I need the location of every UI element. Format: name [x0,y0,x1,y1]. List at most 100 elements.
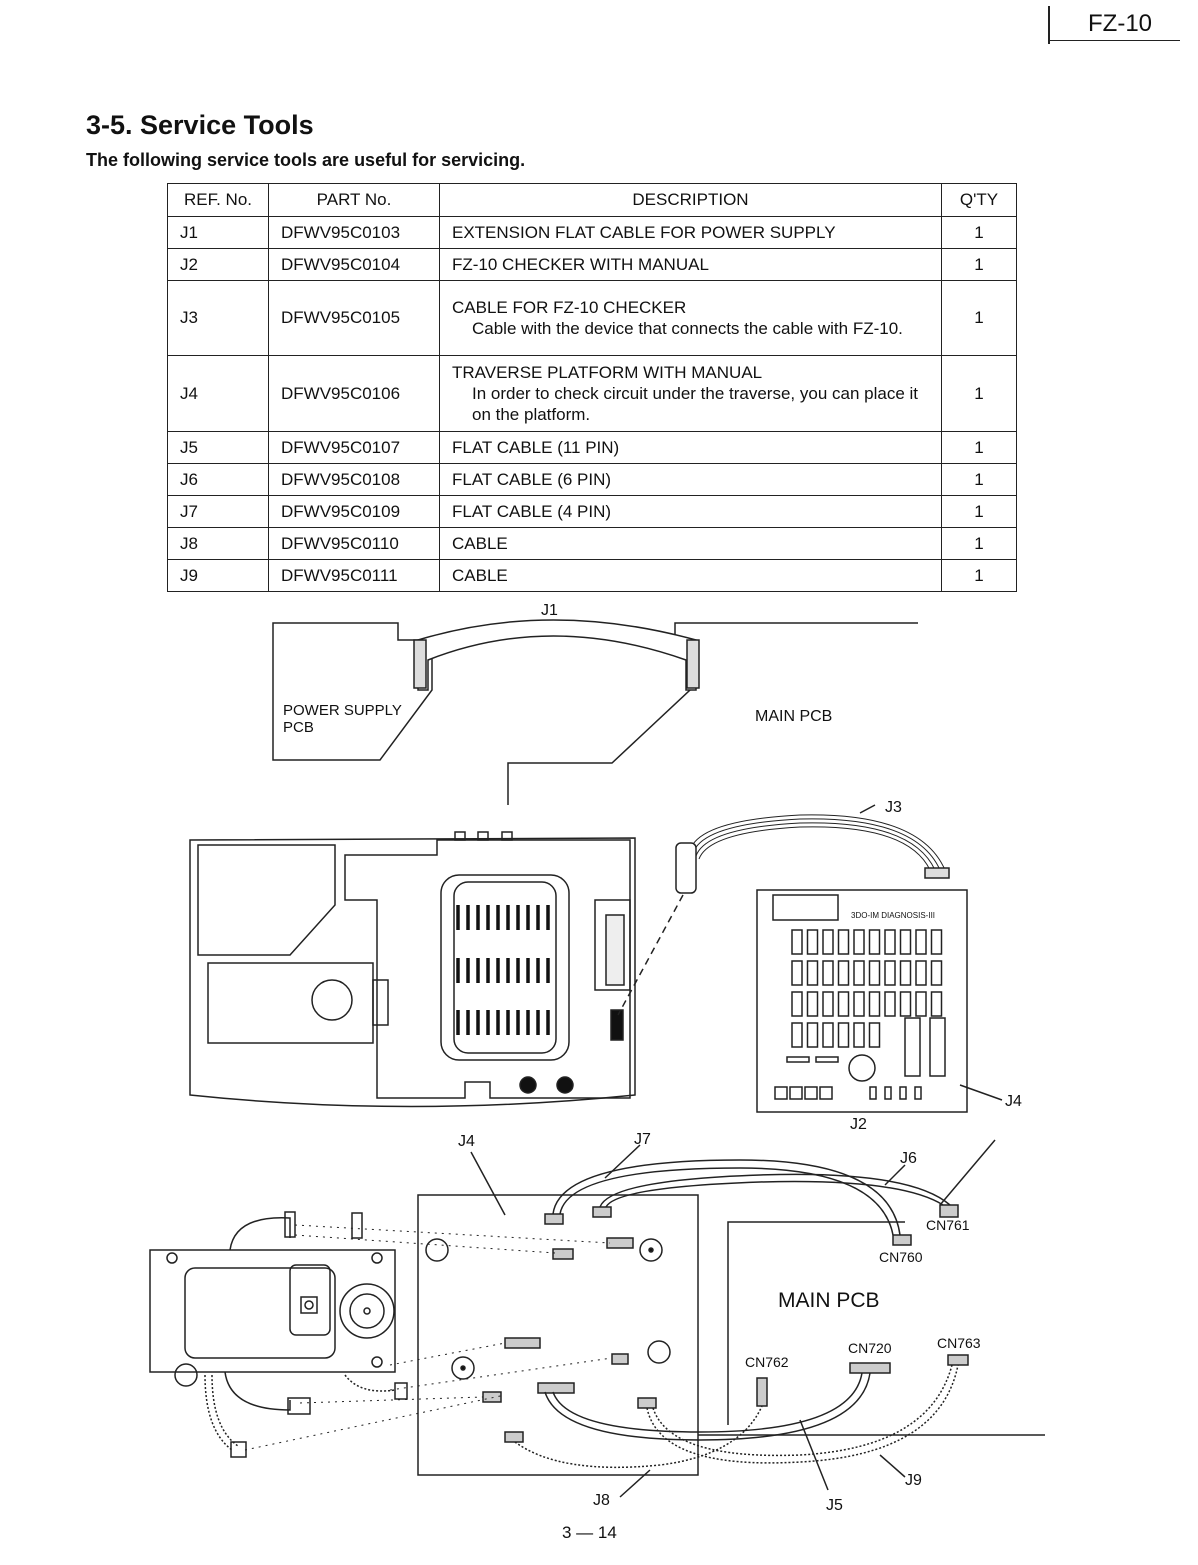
traverse-cable-top [229,1217,291,1251]
j8-wire [211,1374,239,1447]
checker-key [915,991,927,1017]
checker-chip [904,1017,921,1077]
j5-cable [544,1372,871,1441]
table-row: J2 DFWV95C0104 FZ-10 CHECKER WITH MANUAL… [167,248,1017,281]
checker-chip [929,1017,946,1077]
checker-key [806,991,819,1017]
main-pcb-outline [507,622,918,805]
cn720-socket [849,1362,891,1374]
checker-key [853,960,865,986]
socket [504,1431,524,1443]
label-j5: J5 [826,1497,843,1514]
section-subtitle: The following service tools are useful f… [86,150,526,170]
table-row: J4 DFWV95C0106 TRAVERSE PLATFORM WITH MA… [167,355,1017,432]
j4-bottom-leader [470,1151,506,1216]
checker-jack [804,1086,818,1100]
platform-hole-center [460,1365,466,1371]
j5-cable [552,1372,863,1433]
ref-cell: J2 [167,248,269,281]
page-number: 3 — 14 [562,1523,617,1542]
turntable-hub [349,1293,385,1329]
j3-cable: J3 [617,799,950,1016]
label-j1: J1 [541,602,558,619]
ref-cell: J3 [167,280,269,356]
vent-panel-inner [453,881,557,1054]
col-part-header: PART No. [268,183,440,217]
col-ref-header: REF. No. [167,183,269,217]
checker-key [853,991,865,1017]
checker-key [868,991,881,1017]
checker-key [822,929,834,955]
socket [482,1391,502,1403]
j7-cable [605,1180,944,1208]
socket [637,1397,657,1409]
platform-hole-center [648,1247,654,1253]
socket [552,1248,574,1260]
checker-key [915,960,927,986]
checker-key [930,960,943,986]
socket [537,1382,575,1394]
socket [606,1237,634,1249]
vent-panel [440,874,570,1061]
j2-checker: 3DO-IM DIAGNOSIS-III J4 J2 [756,889,1022,1133]
platform-hole [451,1356,475,1380]
cn761-socket [939,1204,959,1218]
unit-slot-insert [605,914,625,986]
j9-wire-main [652,1364,953,1457]
label-cn760: CN760 [879,1249,923,1265]
qty-cell: 1 [941,355,1017,432]
j1-connector-left [413,639,427,689]
checker-key [791,960,803,986]
traverse-plug [230,1441,247,1458]
unit-block-topleft [197,844,336,956]
desc-text: FLAT CABLE (6 PIN) [452,469,612,489]
socket [504,1337,541,1349]
section-title: 3-5. Service Tools [86,110,314,140]
checker-switch [869,1086,877,1100]
checker-key [806,1022,819,1048]
unit-spindle [311,979,353,1021]
part-cell: DFWV95C0111 [268,559,440,592]
checker-key [806,960,819,986]
table-row: J9 DFWV95C0111 CABLE 1 [167,559,1017,592]
part-cell: DFWV95C0108 [268,463,440,496]
socket [592,1206,612,1218]
desc-cell: CABLE [439,527,942,560]
j6-cable [552,1159,901,1236]
unit-screw-2 [556,1076,574,1094]
checker-key [822,1022,834,1048]
main-pcb-edge [727,1221,905,1425]
desc-cell: TRAVERSE PLATFORM WITH MANUAL In order t… [439,355,942,432]
j1-flat-cable [417,619,697,691]
checker-key [868,929,881,955]
label-j4-right: J4 [1005,1093,1022,1110]
checker-jack [819,1086,833,1100]
qty-cell: 1 [941,216,1017,249]
checker-key [806,929,819,955]
header-underline [1050,40,1180,41]
checker-key [837,991,850,1017]
checker-key [868,960,881,986]
label-j6: J6 [900,1150,917,1167]
desc-text: CABLE [452,533,508,553]
j7-leader [604,1144,641,1179]
unit-tab [501,831,513,841]
ref-cell: J1 [167,216,269,249]
j4-diag-line [939,1139,996,1206]
checker-key [837,960,850,986]
checker-board [756,889,968,1113]
label-power-supply: POWER SUPPLY [283,702,402,719]
traverse-cable-bottom [224,1371,291,1411]
unit-bracket [372,979,389,1026]
desc-detail: Cable with the device that connects the … [472,318,903,338]
desc-text: CABLE FOR FZ-10 CHECKER [452,297,687,317]
j3-plug [675,842,697,894]
desc-text: EXTENSION FLAT CABLE FOR POWER SUPPLY [452,222,836,242]
label-j9: J9 [905,1472,922,1489]
j8-leader [619,1469,651,1498]
table-row: J6 DFWV95C0108 FLAT CABLE (6 PIN) 1 [167,463,1017,496]
table-row: J7 DFWV95C0109 FLAT CABLE (4 PIN) 1 [167,495,1017,528]
checker-jack [789,1086,803,1100]
checker-jack [774,1086,788,1100]
label-j7: J7 [634,1131,651,1148]
